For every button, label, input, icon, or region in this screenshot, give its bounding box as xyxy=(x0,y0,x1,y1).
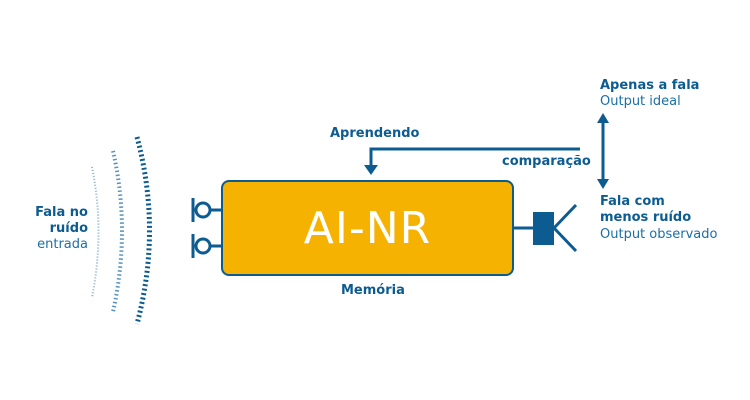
sound-wave-icon xyxy=(91,136,152,325)
ai-nr-block: AI-NR xyxy=(221,180,514,276)
feedback-line xyxy=(364,147,580,175)
sound-wave-arc-outer xyxy=(91,166,100,298)
observed-output-line2: menos ruído xyxy=(600,210,692,225)
ideal-output-title: Apenas a fala xyxy=(600,78,700,93)
input-connector-bottom xyxy=(191,234,221,258)
double-arrow-icon xyxy=(597,113,609,189)
input-label-line3: entrada xyxy=(37,237,88,252)
input-connector-top xyxy=(191,198,221,222)
observed-output-line1: Fala com xyxy=(600,194,665,209)
ideal-output-subtitle: Output ideal xyxy=(600,94,681,109)
speaker-icon xyxy=(514,203,578,253)
observed-output-subtitle: Output observado xyxy=(600,227,718,242)
input-connector-icon xyxy=(191,198,221,258)
sound-wave-arc-middle xyxy=(111,150,124,313)
sound-wave-arc-inner xyxy=(134,136,152,325)
input-label-line2: ruído xyxy=(49,221,88,236)
learning-label: Aprendendo xyxy=(330,126,420,141)
input-label-line1: Fala no xyxy=(35,205,88,220)
memory-label: Memória xyxy=(341,283,405,298)
comparison-label: comparação xyxy=(502,154,591,169)
ai-nr-title: AI-NR xyxy=(303,202,432,254)
arrow-down-icon xyxy=(364,165,378,175)
